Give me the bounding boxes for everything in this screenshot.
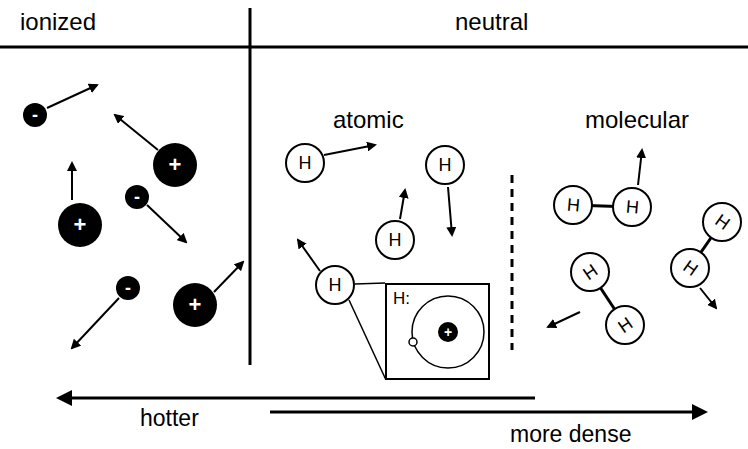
particle-symbol: + bbox=[74, 214, 87, 236]
region-label: ionized bbox=[20, 10, 96, 34]
ion-particle: + bbox=[173, 283, 217, 327]
density-arrow bbox=[270, 411, 698, 414]
particle-symbol: - bbox=[134, 188, 140, 206]
region-label: neutral bbox=[455, 10, 528, 34]
inset-box: H: + bbox=[385, 283, 490, 380]
particle-symbol: H bbox=[389, 231, 402, 249]
electron-particle: - bbox=[116, 276, 140, 300]
particle-symbol: H bbox=[615, 314, 636, 336]
hydrogen-atom: H bbox=[612, 187, 652, 227]
particle-symbol: H bbox=[712, 211, 733, 233]
hydrogen-atom: H bbox=[570, 252, 610, 292]
electron-dot bbox=[409, 338, 417, 346]
hotter-arrowhead bbox=[56, 390, 72, 406]
hydrogen-atom: H bbox=[702, 202, 742, 242]
region-label: molecular bbox=[585, 108, 689, 132]
particle-symbol: + bbox=[169, 154, 182, 176]
inset-heading: H: bbox=[393, 290, 410, 307]
inset-leader bbox=[349, 283, 386, 380]
ion-particle: + bbox=[153, 143, 197, 187]
particle-symbol: H bbox=[299, 154, 312, 172]
divider-line bbox=[249, 8, 252, 365]
particle-symbol: + bbox=[189, 294, 202, 316]
particle-symbol: H bbox=[625, 197, 640, 216]
ion-particle: + bbox=[58, 203, 102, 247]
particle-symbol: H bbox=[329, 276, 342, 294]
dashed-divider bbox=[511, 175, 514, 350]
particle-symbol: - bbox=[125, 279, 131, 297]
hydrogen-atom: H bbox=[285, 143, 325, 183]
hydrogen-atom: H bbox=[670, 248, 710, 288]
particle-symbol: - bbox=[32, 106, 38, 124]
nucleus: + bbox=[438, 322, 458, 342]
hydrogen-atom: H bbox=[553, 185, 593, 225]
motion-arrows bbox=[47, 85, 716, 348]
density-arrowhead bbox=[692, 404, 708, 420]
electron-particle: - bbox=[125, 185, 149, 209]
particle-symbol: H bbox=[566, 195, 581, 214]
particle-symbol: H bbox=[680, 257, 701, 279]
region-label: more dense bbox=[510, 423, 631, 446]
hotter-arrow bbox=[66, 397, 535, 400]
electron-orbit bbox=[412, 296, 484, 368]
particle-symbol: H bbox=[439, 156, 452, 174]
particle-symbol: + bbox=[444, 325, 452, 339]
hydrogen-atom: H bbox=[425, 145, 465, 185]
hydrogen-atom: H bbox=[315, 265, 355, 305]
region-label: atomic bbox=[333, 108, 404, 132]
region-label: hotter bbox=[140, 407, 199, 430]
hydrogen-atom: H bbox=[375, 220, 415, 260]
hydrogen-atom: H bbox=[605, 305, 645, 345]
particle-symbol: H bbox=[580, 261, 601, 283]
header-rule bbox=[0, 46, 748, 49]
electron-particle: - bbox=[23, 103, 47, 127]
